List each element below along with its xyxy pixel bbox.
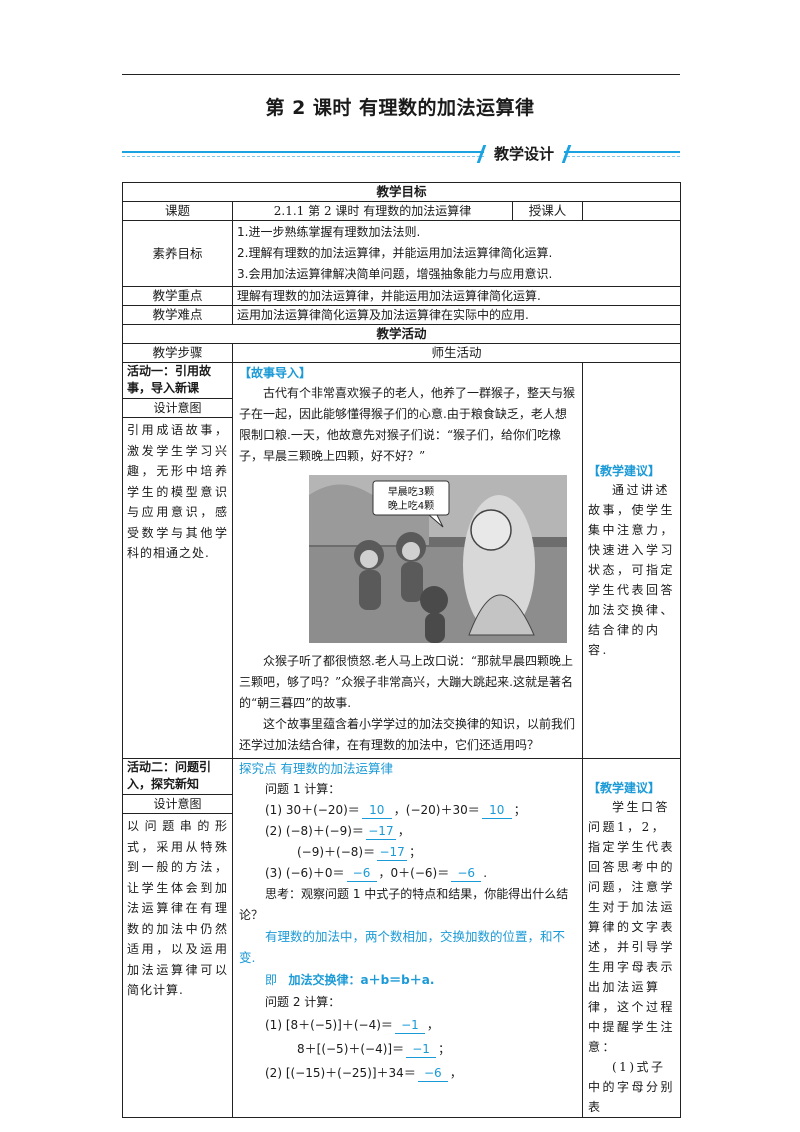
band-rule [122, 151, 680, 153]
lesson-label: 课题 [122, 201, 233, 221]
q1-answer: 10 [481, 803, 512, 819]
activity1-content: 【故事导入】 古代有个非常喜欢猴子的老人，他养了一群猴子，整天与猴子在一起，因此… [232, 362, 583, 759]
band-label: 教学设计 [484, 142, 564, 166]
activity1-left: 活动一：引用故事，导入新课 设计意图 引用成语故事，激发学生学习兴趣，无形中培养… [122, 362, 233, 759]
design-intent-label: 设计意图 [123, 795, 232, 814]
story-tag: 【故事导入】 [239, 366, 312, 380]
difficulty-label: 教学难点 [122, 305, 233, 325]
q1-answer: −6 [451, 866, 482, 882]
explore-point: 探究点 有理数的加法运算律 [239, 761, 393, 776]
header-rule [122, 74, 680, 75]
design-intent-label: 设计意图 [123, 399, 232, 418]
activity2-intent: 以问题串的形式，采用从特殊到一般的方法，让学生体会到加法运算律在有理数的加法中仍… [127, 819, 228, 997]
q2-answer: −1 [394, 1018, 425, 1034]
q1-row-2: (2) (−8)＋(−9)＝−17， [265, 824, 410, 840]
law-row: 即 加法交换律：a＋b＝b＋a. [239, 968, 576, 992]
literacy-item: 1.进一步熟练掌握有理数加法法则. [237, 225, 421, 239]
story-paragraph: 众猴子听了都很愤怒.老人马上改口说：“那就早晨四颗晚上三颗吧，够了吗？”众猴子非… [239, 654, 573, 710]
story-paragraph: 这个故事里蕴含着小学学过的加法交换律的知识，以前我们还学过加法结合律，在有理数的… [239, 717, 576, 752]
page-title: 第 2 课时 有理数的加法运算律 [265, 97, 535, 119]
story-paragraph: 古代有个非常喜欢猴子的老人，他养了一群猴子，整天与猴子在一起，因此能够懂得猴子们… [239, 386, 576, 463]
q1-answer: 10 [361, 803, 392, 819]
monkey-illustration: 早晨吃3颗 晚上吃4颗 [309, 475, 567, 643]
q1-row-3: (−9)＋(−8)＝−17； [297, 845, 422, 861]
section-band: 教学设计 [122, 142, 680, 166]
teacher-student-label: 师生活动 [231, 343, 682, 363]
tip-title: 【教学建议】 [588, 781, 661, 795]
story-illustration: 早晨吃3颗 晚上吃4颗 [309, 475, 567, 643]
activity2-content: 探究点 有理数的加法运算律 问题 1 计算： (1) 30＋(−20)＝10，(… [232, 758, 583, 1118]
difficulty-value: 运用加法运算律简化运算及加法运算律在实际中的应用. [231, 305, 682, 325]
q2-label: 问题 2 计算： [265, 995, 341, 1009]
q1-expr: (3) (−6)＋0＝ [265, 866, 345, 880]
activity2-left: 活动二：问题引入，探究新知 设计意图 以问题串的形式，采用从特殊到一般的方法，让… [122, 758, 233, 1118]
q1-label: 问题 1 计算： [265, 782, 341, 796]
q1-expr: (2) (−8)＋(−9)＝ [265, 824, 364, 838]
activity1-intent: 引用成语故事，激发学生学习兴趣，无形中培养学生的模型意识与应用意识，感受数学与其… [127, 423, 228, 560]
q1-answer: −17 [377, 845, 408, 861]
q2-row-1: (1) [8＋(−5)]＋(−4)＝−1， [265, 1018, 439, 1034]
q2-expr: 8＋[(−5)＋(−4)]＝ [297, 1042, 405, 1056]
conclusion: 有理数的加法中，两个数相加，交换加数的位置，和不变. [239, 929, 566, 965]
literacy-label: 素养目标 [122, 220, 233, 287]
q1-expr: (1) 30＋(−20)＝ [265, 803, 360, 817]
q1-expr: ，(−20)＋30＝ [393, 803, 480, 817]
activity1-name: 活动一：引用故事，导入新课 [123, 363, 232, 399]
literacy-item: 2.理解有理数的加法运算律，并能运用加法运算律简化运算. [237, 246, 553, 260]
q2-row-2: 8＋[(−5)＋(−4)]＝−1； [297, 1042, 451, 1058]
bubble-line-2: 晚上吃4颗 [388, 499, 434, 512]
lesson-value: 2.1.1 第 2 课时 有理数的加法运算律 [232, 201, 513, 221]
q1-answer: −17 [365, 824, 396, 840]
activity-header: 教学活动 [121, 324, 682, 344]
bubble-line-1: 早晨吃3颗 [388, 485, 434, 498]
q1-expr: ，0＋(−6)＝ [378, 866, 450, 880]
tip-title: 【教学建议】 [588, 463, 661, 478]
think-question: 思考：观察问题 1 中式子的特点和结果，你能得出什么结论？ [239, 887, 569, 922]
band-rule-dashed [122, 156, 680, 157]
q1-row-4: (3) (−6)＋0＝−6，0＋(−6)＝−6. [265, 866, 488, 882]
activity1-tip: 【教学建议】 通过讲述故事，使学生集中注意力，快速进入学习状态，可指定学生代表回… [581, 362, 682, 759]
q2-expr: (1) [8＋(−5)]＋(−4)＝ [265, 1018, 393, 1032]
goal-header: 教学目标 [121, 182, 682, 202]
key-value: 理解有理数的加法运算律，并能运用加法运算律简化运算. [231, 286, 682, 306]
q2-expr: (2) [(−15)＋(−25)]＋34＝ [265, 1066, 416, 1080]
q1-answer: −6 [346, 866, 377, 882]
tip-text: 学生口答问题1，2，指定学生代表回答思考中的问题，注意学生对于加法运算律的文字表… [588, 800, 676, 1054]
teacher-value [581, 201, 682, 221]
law-prefix: 即 [265, 973, 278, 987]
commutative-law: 加法交换律：a＋b＝b＋a. [288, 973, 435, 987]
literacy-goals: 1.进一步熟练掌握有理数加法法则. 2.理解有理数的加法运算律，并能运用加法运算… [231, 220, 682, 287]
activity2-name: 活动二：问题引入，探究新知 [123, 759, 232, 795]
teacher-label: 授课人 [512, 201, 583, 221]
activity2-tip: 【教学建议】 学生口答问题1，2，指定学生代表回答思考中的问题，注意学生对于加法… [581, 758, 682, 1118]
literacy-item: 3.会用加法运算律解决简单问题，增强抽象能力与应用意识. [237, 267, 553, 281]
lesson-table: 教学目标 课题 2.1.1 第 2 课时 有理数的加法运算律 授课人 素养目标 … [121, 182, 682, 1118]
tip-text-2: (1)式子中的字母分别表 [588, 1060, 676, 1114]
q1-expr: (−9)＋(−8)＝ [297, 845, 376, 859]
tip-text: 通过讲述故事，使学生集中注意力，快速进入学习状态，可指定学生代表回答加法交换律、… [588, 482, 676, 657]
key-label: 教学重点 [122, 286, 233, 306]
q2-answer: −1 [406, 1042, 437, 1058]
q2-row-3: (2) [(−15)＋(−25)]＋34＝−6， [265, 1066, 462, 1082]
q2-answer: −6 [417, 1066, 448, 1082]
steps-label: 教学步骤 [122, 343, 233, 363]
q1-row-1: (1) 30＋(−20)＝10，(−20)＋30＝10； [265, 803, 526, 819]
